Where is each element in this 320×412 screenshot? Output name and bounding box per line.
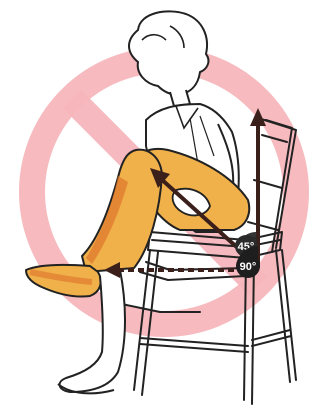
angle-90-label: 90° [240, 261, 257, 273]
